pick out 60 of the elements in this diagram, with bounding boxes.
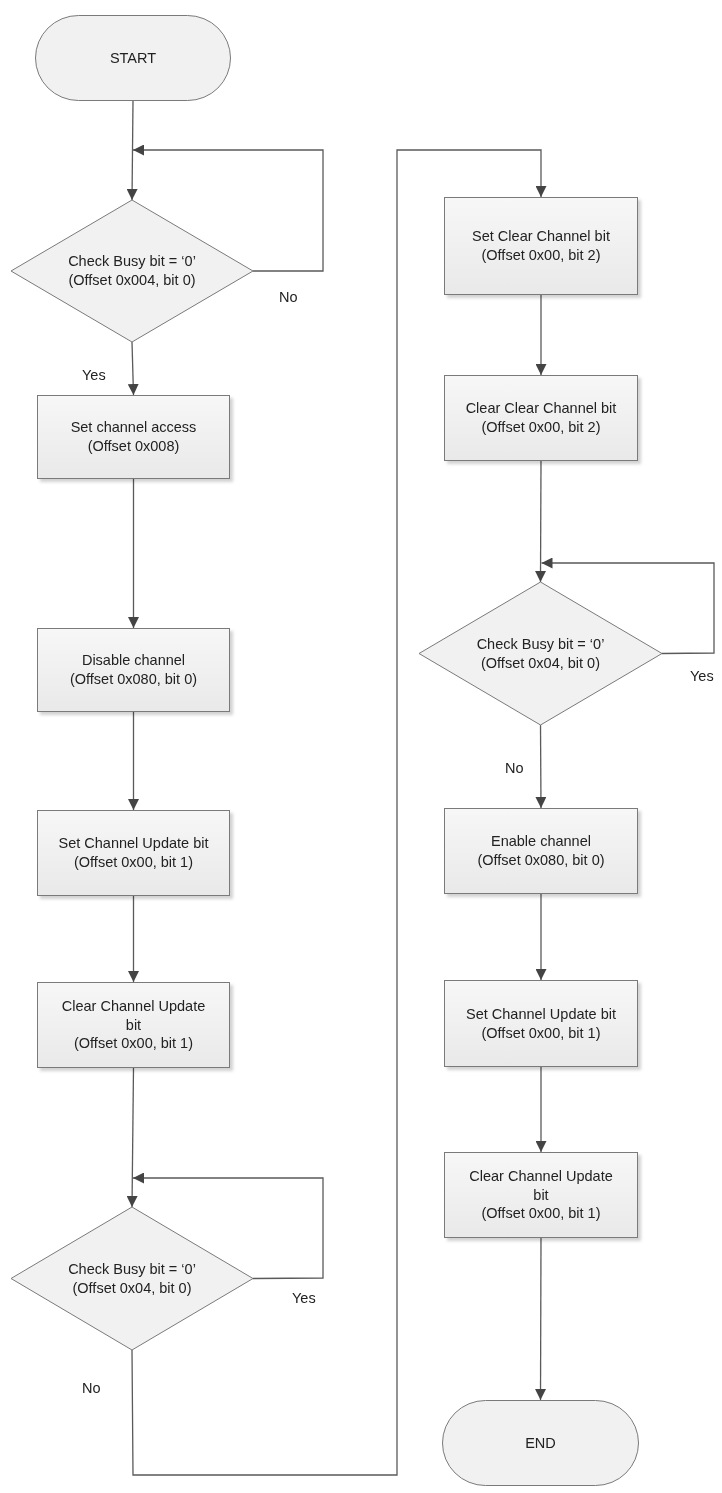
edge-label: No [80, 1380, 103, 1396]
process-box [444, 197, 638, 295]
node-text: Check Busy bit = ‘0’ [68, 1259, 196, 1279]
node-text: (Offset 0x00, bit 1) [74, 853, 193, 872]
node-text: (Offset 0x04, bit 0) [72, 1278, 192, 1298]
node-text: Set Clear Channel bit [472, 227, 610, 246]
edge-label: Yes [290, 1290, 318, 1306]
decision-diamond [11, 200, 253, 342]
process-box [444, 375, 638, 461]
arrow [540, 557, 715, 655]
node-text: (Offset 0x004, bit 0) [68, 271, 196, 290]
node-text: (Offset 0x008) [87, 437, 180, 456]
node-text: Clear Clear Channel bit [465, 399, 617, 418]
arrow [535, 460, 547, 583]
process-box [444, 808, 638, 894]
node-text: (Offset 0x080, bit 0) [69, 670, 198, 689]
process-box [37, 810, 230, 896]
arrow [128, 478, 139, 629]
node-text: END [525, 1433, 556, 1453]
process-box [37, 628, 230, 712]
edge-label: No [277, 289, 300, 305]
arrow [535, 724, 547, 809]
node-text: Enable channel [491, 832, 591, 851]
edge-label: Yes [80, 367, 108, 383]
arrow [128, 895, 139, 983]
node-text: Disable channel [81, 651, 186, 670]
arrow [128, 711, 139, 811]
node-text: (Offset 0x04, bit 0) [481, 653, 600, 673]
node-text: Clear Channel Update bit [60, 996, 207, 1035]
arrow [132, 144, 324, 272]
node-text: Set Channel Update bit [466, 1004, 616, 1024]
node-text: (Offset 0x00, bit 1) [74, 1034, 193, 1054]
node-text: (Offset 0x00, bit 2) [481, 418, 601, 437]
node-text: (Offset 0x00, bit 1) [481, 1204, 601, 1224]
node-text: Set Channel Update bit [58, 834, 209, 853]
arrow [535, 893, 547, 981]
arrow [131, 149, 547, 1476]
decision-diamond [11, 1207, 253, 1350]
node-text: Set channel access [70, 418, 197, 437]
arrow [127, 341, 139, 396]
node-text: START [109, 48, 157, 68]
process-box [444, 1152, 638, 1238]
edge-label: No [503, 760, 526, 776]
arrow [535, 1066, 547, 1153]
process-box [444, 980, 638, 1067]
arrow [126, 100, 138, 201]
edge-label: Yes [688, 668, 716, 684]
node-text: Check Busy bit = ‘0’ [476, 634, 605, 654]
process-box [37, 982, 230, 1068]
process-box [37, 395, 230, 479]
arrow [535, 1237, 547, 1401]
node-text: (Offset 0x080, bit 0) [477, 851, 605, 870]
node-text: Check Busy bit = ‘0’ [68, 252, 196, 271]
arrow [535, 294, 547, 376]
arrow [132, 1172, 324, 1280]
arrow [126, 1067, 138, 1208]
node-text: (Offset 0x00, bit 2) [481, 246, 601, 265]
node-text: (Offset 0x00, bit 1) [481, 1023, 601, 1043]
node-text: Clear Channel Update bit [468, 1166, 614, 1205]
decision-diamond [419, 582, 662, 725]
